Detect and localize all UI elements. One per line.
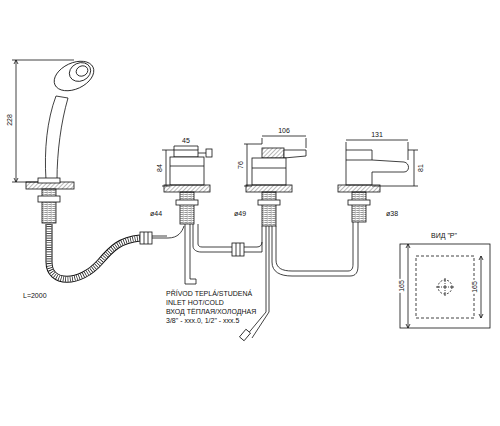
bath-spout xyxy=(338,140,418,222)
dimension: 84 xyxy=(156,163,164,173)
inlet-note: INLET HOT/COLD xyxy=(165,299,225,307)
dimension: 76 xyxy=(237,160,245,170)
diameter: ø44 xyxy=(149,210,163,218)
dimension: 45 xyxy=(181,137,191,145)
diameter: ø38 xyxy=(385,210,399,218)
dimension: 165 xyxy=(398,279,406,293)
mixing-valve xyxy=(244,136,306,226)
dimension: 81 xyxy=(417,163,425,173)
inlet-note: ВХОД ТЁПЛАЯ/ХОЛОДНАЯ xyxy=(165,308,257,316)
dimension: 228 xyxy=(6,113,14,127)
hose-length: L=2000 xyxy=(22,292,48,300)
view-p xyxy=(400,244,490,328)
dimension: 165 xyxy=(471,280,479,294)
view-label: ВИД "P" xyxy=(430,232,458,240)
hand-shower xyxy=(12,55,99,182)
inlet-note: 3/8" - xxx.0, 1/2" - xxx.5 xyxy=(165,317,240,325)
dimension: 131 xyxy=(370,131,384,139)
shower-hose xyxy=(49,224,184,279)
diameter: ø49 xyxy=(233,210,247,218)
dimension: 106 xyxy=(277,127,291,135)
inlet-note: PŘÍVOD TEPLÁ/STUDENÁ xyxy=(165,290,253,298)
diverter-valve xyxy=(162,146,212,224)
shower-holder xyxy=(26,178,74,223)
